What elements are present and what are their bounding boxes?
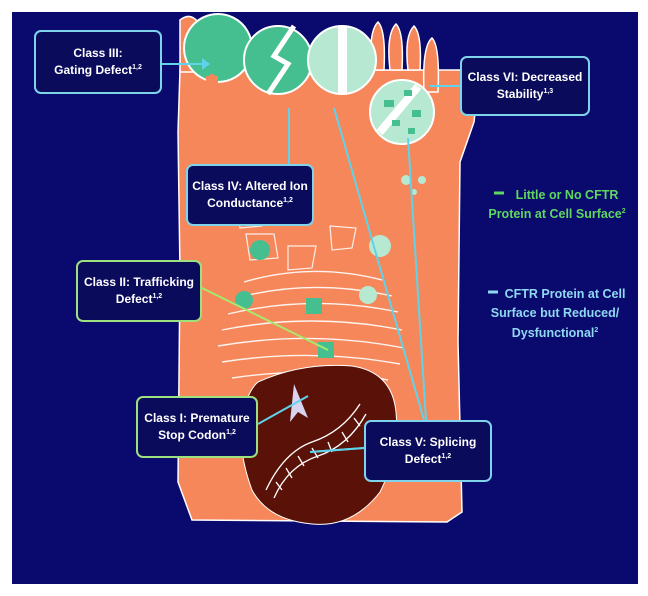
class-iii-desc: Gating Defect — [54, 63, 132, 77]
legend-cyan-line2: Surface but Reduced/ — [474, 304, 636, 323]
class-iv-title: Class IV: Altered Ion — [192, 178, 308, 195]
legend-cyan-ref: 2 — [594, 327, 598, 334]
legend-cyan-line3: Dysfunctional — [512, 326, 595, 340]
class-v-title: Class V: Splicing — [380, 434, 477, 451]
channel-class-vi — [370, 80, 434, 144]
class-iii-ref: 1,2 — [132, 64, 142, 71]
channel-class-iv — [244, 26, 312, 94]
class-i-desc: Stop Codon — [158, 428, 226, 442]
class-i-title: Class I: Premature — [144, 410, 249, 427]
class-ii-ref: 1,2 — [152, 293, 162, 300]
class-vi-ref: 1,3 — [543, 88, 553, 95]
class-vi-box: Class VI: Decreased Stability1,3 — [460, 56, 590, 116]
legend-cyan: CFTR Protein at Cell Surface but Reduced… — [474, 285, 636, 343]
legend-green: Little or No CFTR Protein at Cell Surfac… — [478, 186, 636, 225]
class-iii-box: Class III: Gating Defect1,2 — [34, 30, 162, 94]
class-i-box: Class I: Premature Stop Codon1,2 — [136, 396, 258, 458]
class-i-ref: 1,2 — [226, 429, 236, 436]
class-v-desc: Defect — [405, 452, 442, 466]
class-v-box: Class V: Splicing Defect1,2 — [364, 420, 492, 482]
class-vi-desc: Stability — [497, 87, 544, 101]
class-ii-title: Class II: Trafficking — [84, 274, 194, 291]
class-iii-title: Class III: — [73, 45, 122, 62]
class-ii-desc: Defect — [116, 292, 153, 306]
legend-green-ref: 2 — [622, 208, 626, 215]
legend-green-line2: Protein at Cell Surface — [488, 207, 621, 221]
class-ii-box: Class II: Trafficking Defect1,2 — [76, 260, 202, 322]
class-iv-ref: 1,2 — [283, 197, 293, 204]
class-v-ref: 1,2 — [441, 453, 451, 460]
legend-green-line1: Little or No CFTR — [478, 186, 636, 205]
slide: Class III: Gating Defect1,2 Class IV: Al… — [12, 12, 638, 584]
class-iv-box: Class IV: Altered Ion Conductance1,2 — [186, 164, 314, 226]
legend-cyan-line1: CFTR Protein at Cell — [474, 285, 636, 304]
class-vi-title: Class VI: Decreased — [468, 69, 583, 86]
class-iv-desc: Conductance — [207, 196, 283, 210]
channel-class-v — [308, 26, 376, 94]
